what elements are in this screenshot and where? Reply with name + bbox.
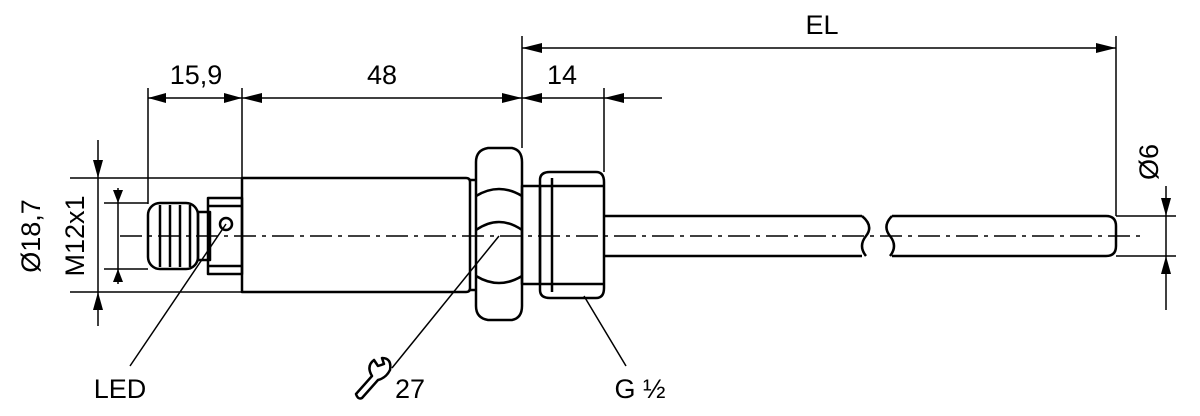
threaded-fitting [520,170,606,300]
thread-leader-line [583,295,627,367]
wrench-icon [354,356,392,400]
wrench-size-label: 27 [395,374,425,404]
dimension-housing-diameter [93,140,103,326]
m12-connector [146,196,244,276]
probe-rod [604,214,1118,258]
dimension-el [522,43,1116,53]
dimension-connector-length-label: 15,9 [170,60,223,90]
dimension-thread-length [522,93,662,103]
dimension-body-length [242,93,522,103]
dimension-thread-length-label: 14 [547,60,577,90]
led-indicator [218,216,234,232]
dimension-connector-length [148,93,242,103]
extension-lines [70,36,1176,293]
dimension-connector-thread [113,188,123,284]
dimension-el-label: EL [805,10,838,40]
hex-nut [470,146,524,322]
led-label: LED [94,374,147,404]
dimension-housing-diameter-label: Ø18,7 [16,199,46,273]
dimension-probe-diameter-label: Ø6 [1134,144,1164,180]
sensor-body [240,176,472,294]
dimension-body-length-label: 48 [367,60,397,90]
process-thread-label: G ½ [614,374,665,404]
dimension-connector-thread-label: M12x1 [60,195,90,276]
dimension-probe-diameter [1161,186,1171,310]
wrench-leader-line [391,235,500,369]
led-leader-line [129,223,227,367]
